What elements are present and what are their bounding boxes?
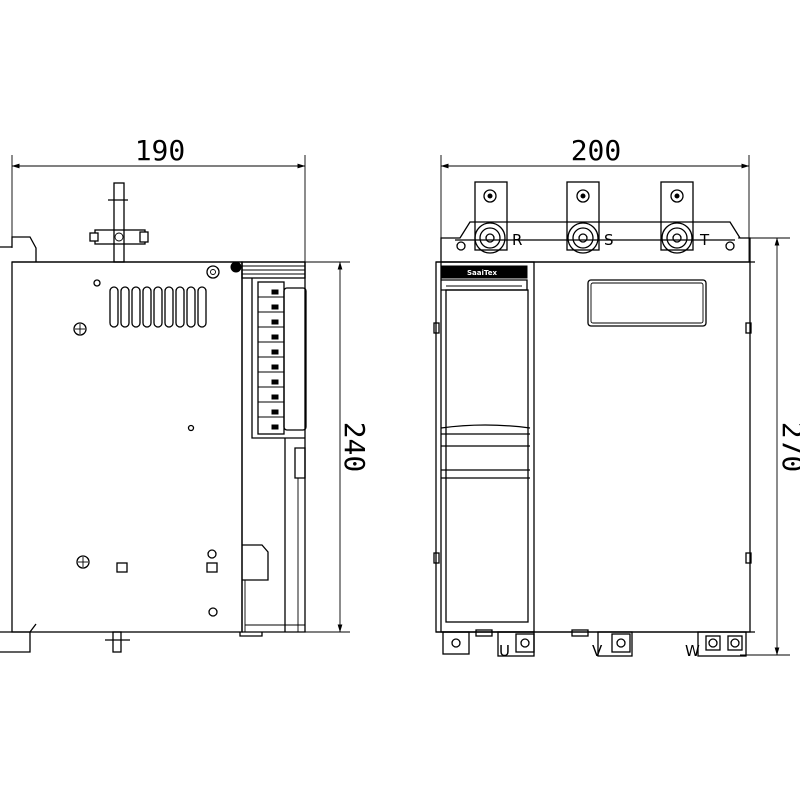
side-screw-2 <box>230 261 242 273</box>
side-vent-slots <box>109 286 207 328</box>
terminal-label-u: U <box>499 642 510 660</box>
front-height-dimension: 270 <box>738 237 800 656</box>
side-bottom-stud <box>105 631 130 653</box>
front-input-terminal-r: R <box>474 181 522 254</box>
terminal-label-t: T <box>699 231 710 249</box>
side-view: 190 240 <box>0 134 371 653</box>
front-input-terminal-t: T <box>660 181 710 254</box>
side-screw-1 <box>206 265 220 279</box>
side-height-dimension: 240 <box>305 261 371 633</box>
front-output-terminals: U V W <box>436 629 755 660</box>
side-height-label: 240 <box>338 422 371 473</box>
terminal-label-s: S <box>604 231 614 249</box>
side-terminal-strip <box>257 281 307 435</box>
side-main-body <box>11 261 243 633</box>
front-width-label: 200 <box>571 134 622 167</box>
side-width-label: 190 <box>135 134 186 167</box>
front-keypad-panel: SaaiTex <box>433 261 535 633</box>
side-top-stud <box>89 182 149 263</box>
terminal-label-v: V <box>592 642 603 660</box>
side-width-dimension: 190 <box>11 134 306 262</box>
front-input-terminal-s: S <box>566 181 614 254</box>
front-view: 200 270 R <box>433 134 800 660</box>
front-main-body <box>440 261 751 633</box>
brand-label: SaaiTex <box>467 269 497 277</box>
side-front-cover <box>239 261 306 637</box>
front-height-label: 270 <box>776 422 800 473</box>
side-screw-4 <box>76 555 90 569</box>
side-mounting-flange <box>0 236 37 262</box>
front-width-dimension: 200 <box>440 134 750 262</box>
side-screw-3 <box>73 322 87 336</box>
front-busbar-bracket <box>440 221 751 262</box>
terminal-label-w: W <box>685 642 700 660</box>
terminal-label-r: R <box>512 231 522 249</box>
front-nameplate <box>587 279 707 327</box>
